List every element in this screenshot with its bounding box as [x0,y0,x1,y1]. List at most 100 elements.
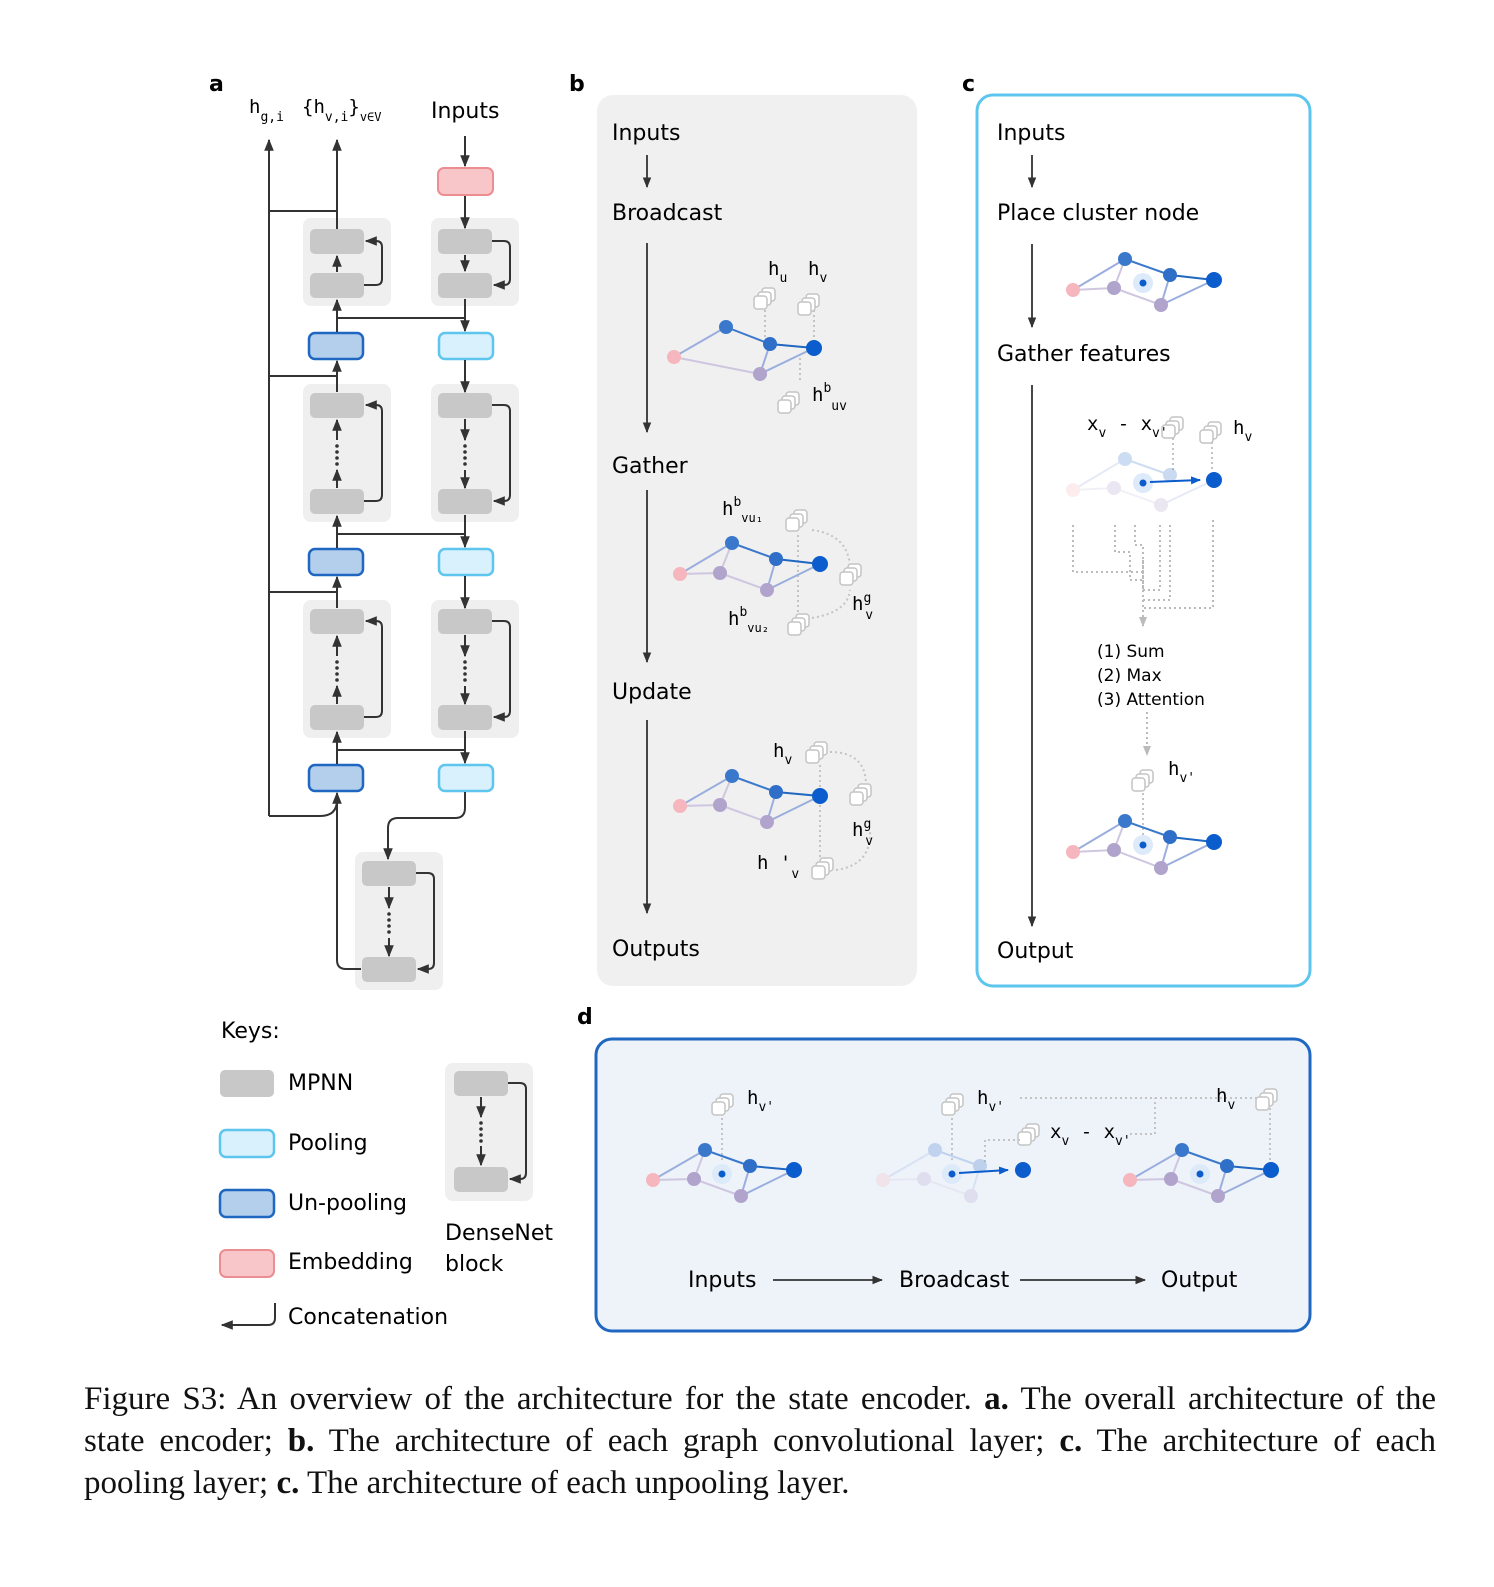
b-hu: h [768,258,779,280]
key-mpnn-swatch [220,1070,274,1097]
caption-a-label: a. [984,1381,1009,1417]
panel-c-frame [975,93,1312,988]
ellipsis-dots [335,444,467,934]
c-step-output: Output [997,939,1074,964]
b-step-update: Update [612,680,692,705]
d-hv: h [1216,1085,1227,1107]
figure-caption: Figure S3: An overview of the architectu… [84,1378,1436,1504]
panel-a-label: a [209,72,224,97]
c-step-inputs: Inputs [997,121,1065,146]
hv-set-sub: v,i [325,110,348,125]
d-broadcast-graph [876,1093,1271,1203]
key-pooling-label: Pooling [288,1131,368,1156]
caption-a-text: The overall architecture of the state en… [84,1381,1437,1459]
svg-text:hv': hv' [747,1087,774,1115]
caption-c-label: c. [1059,1423,1083,1459]
hg-label: h [249,96,260,118]
panel-c: c Inputs Place cluster node Gather featu… [962,72,1312,988]
caption-b-label: b. [287,1423,315,1459]
b-hbvu1: h [722,498,733,520]
b-hprime-v: h ' [757,852,791,874]
b-hgv2: h [852,819,863,841]
caption-c-text: The architecture of each pooling layer; [84,1423,1436,1501]
panel-d-frame [594,1037,1312,1333]
panel-d: d hv' [577,1005,1312,1333]
svg-text:xv - xv': xv - xv' [1087,413,1168,441]
svg-text:xv - xv': xv - xv' [1050,1121,1131,1149]
svg-text:hgv: hgv [852,591,873,623]
b-hgv1: h [852,593,863,615]
key-densenet-bg [445,1063,533,1201]
c-xdiff: x [1087,413,1098,435]
d-step-broadcast: Broadcast [899,1268,1010,1293]
b-step-inputs: Inputs [612,121,680,146]
panel-d-label: d [577,1005,593,1030]
pooling-boxes [437,331,495,793]
hg-sub: g,i [260,110,283,125]
c-step-place: Place cluster node [997,201,1199,226]
hv-set-index: v∈V [360,110,382,124]
b-hv-update: h [773,740,784,762]
b-hbuv: h [812,384,823,406]
caption-lead: Figure S3: An overview of the architectu… [84,1381,972,1417]
key-pooling-swatch [218,1128,276,1159]
panel-a-connections [264,136,511,974]
c-option-attention: (3) Attention [1097,690,1205,710]
c-hvp: h [1168,758,1179,780]
hv-set-label: {h [302,96,325,118]
svg-text:hv: hv [773,740,792,768]
panel-b: b Inputs Broadcast Gather Update Outputs [569,72,917,986]
panel-b-label: b [569,72,585,97]
key-unpooling-swatch [218,1188,276,1219]
d-input-graph [646,1093,802,1203]
svg-text:hv': hv' [977,1087,1004,1115]
svg-text:hbvu₁: hbvu₁ [722,495,763,525]
embedding-box [437,167,494,196]
key-concat-symbol [220,1303,276,1330]
b-step-outputs: Outputs [612,937,700,962]
b-gather-graph [673,509,862,636]
c-gather-graph [1066,416,1222,790]
key-embedding-label: Embedding [288,1250,413,1275]
mpnn-boxes [310,229,492,982]
keys-legend: Keys: MPNN Pooling Un-pooling Embedding … [218,1019,553,1330]
panel-c-label: c [962,72,975,97]
svg-text:h 'v: h 'v [757,852,799,882]
c-step-gather: Gather features [997,342,1171,367]
caption-d-label: c. [276,1465,300,1501]
d-step-output: Output [1161,1268,1238,1293]
key-densenet-label-1: DenseNet [445,1221,553,1246]
b-broadcast-graph [667,287,822,414]
b-step-broadcast: Broadcast [612,201,723,226]
d-hvp-1: h [747,1087,758,1109]
panel-a: a hg,i {hv,i}v∈V Inputs [209,72,519,990]
svg-text:hbuv: hbuv [812,381,847,414]
figure-s3: a hg,i {hv,i}v∈V Inputs [209,72,1312,1333]
svg-text:hv: hv [1233,417,1252,445]
c-cluster-graph [1066,252,1222,312]
svg-text:hv: hv [808,258,827,286]
c-option-sum: (1) Sum [1097,642,1165,662]
c-output-graph [1066,769,1222,875]
svg-text:{hv,i}v∈V: {hv,i}v∈V [302,96,382,125]
svg-text:hu: hu [768,258,787,286]
svg-text:hv: hv [1216,1085,1235,1113]
key-embedding-swatch [219,1249,275,1278]
key-densenet-label-2: block [445,1252,504,1277]
b-hbvu2: h [728,608,739,630]
key-unpooling-label: Un-pooling [288,1191,407,1216]
c-hv: h [1233,417,1244,439]
caption-b-text: The architecture of each graph convoluti… [314,1423,1060,1459]
d-xdiff: x [1050,1121,1061,1143]
a-inputs-label: Inputs [431,99,499,124]
b-update-graph [673,741,872,880]
unpooling-boxes [307,331,365,793]
d-hvp-2: h [977,1087,988,1109]
caption-d-text: The architecture of each unpooling layer… [299,1465,850,1501]
key-concat-label: Concatenation [288,1305,448,1330]
key-mpnn-label: MPNN [288,1071,353,1096]
panel-b-bg [597,95,917,986]
hv-set-close: } [348,96,359,118]
svg-text:hg,i: hg,i [249,96,284,125]
svg-text:hv': hv' [1168,758,1195,786]
